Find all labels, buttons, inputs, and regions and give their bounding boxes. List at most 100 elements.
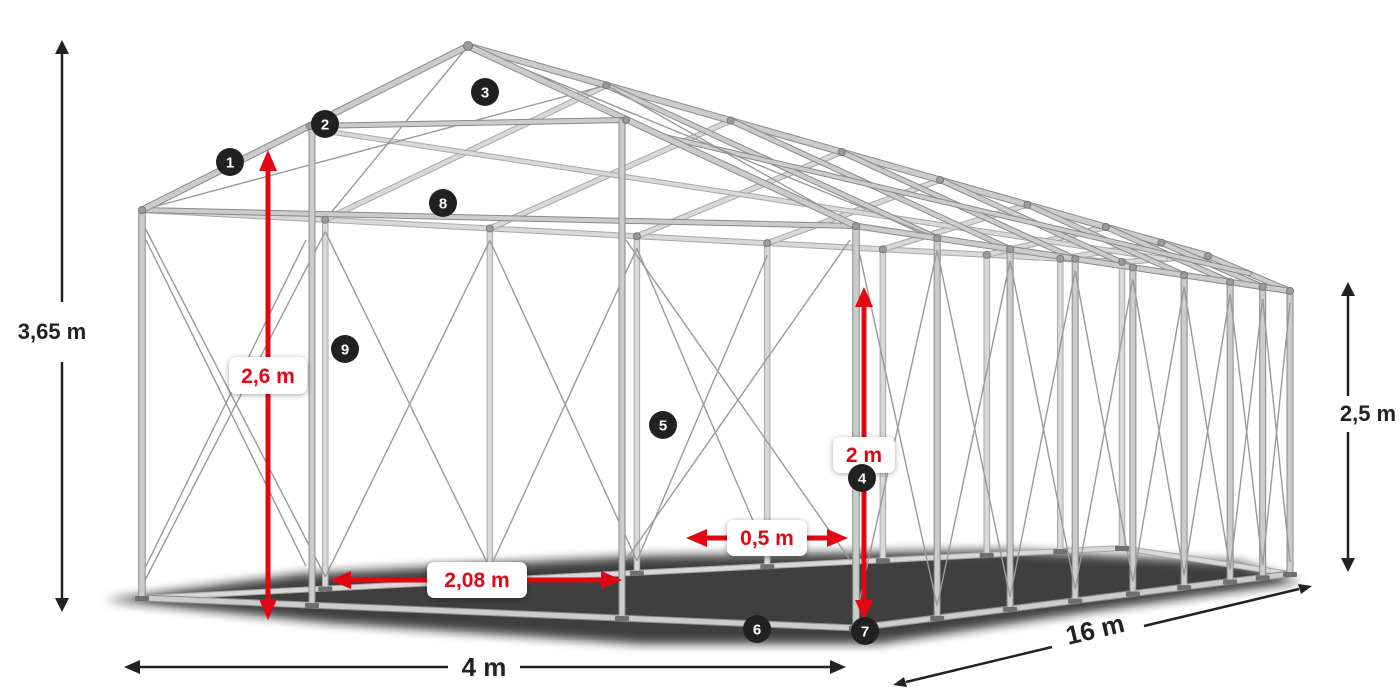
- frame-cable: [1183, 293, 1231, 576]
- frame-joint: [1023, 200, 1032, 209]
- frame-cable: [1261, 302, 1291, 566]
- dimension-line: [905, 645, 1053, 684]
- frame-cable: [855, 237, 938, 607]
- frame-joint: [321, 215, 330, 224]
- base-plate: [1283, 572, 1297, 577]
- part-marker-7: 7: [851, 617, 879, 645]
- frame-joint: [1157, 238, 1166, 247]
- dim-side-height: 2,5 m: [1340, 282, 1396, 572]
- dim-total-height: 3,65 m: [18, 40, 86, 612]
- dimension-line: [1143, 587, 1300, 628]
- frame-joint: [837, 148, 846, 157]
- dim-entry-height: 2 m: [833, 287, 895, 620]
- base-plate: [1003, 606, 1018, 612]
- frame-cable: [141, 231, 326, 587]
- base-plate: [760, 564, 775, 570]
- dimension-label: 2,6 m: [241, 365, 295, 388]
- marker-number: 6: [753, 622, 761, 639]
- marker-number: 8: [439, 196, 447, 213]
- dim-post-spacing: 0,5 m: [686, 520, 848, 556]
- marker-circle: [649, 411, 677, 439]
- base-plate: [1068, 598, 1083, 604]
- part-marker-9: 9: [331, 335, 359, 363]
- frame-joint: [485, 224, 494, 233]
- base-plate: [135, 596, 149, 601]
- tent-frame: [135, 41, 1297, 632]
- frame-cable: [1074, 270, 1134, 582]
- arrowhead-right: [1298, 584, 1312, 594]
- dim-width: 4 m: [124, 652, 846, 682]
- frame-joint: [726, 116, 735, 125]
- frame-cable: [324, 240, 491, 577]
- frame-cable: [855, 250, 938, 617]
- arrowhead-right: [830, 660, 846, 674]
- base-plate: [629, 570, 644, 576]
- frame-joint: [632, 232, 641, 241]
- frame-tube: [140, 208, 1124, 264]
- ground-shadow: [105, 550, 1300, 644]
- part-marker-2: 2: [311, 110, 339, 138]
- base-plate: [1125, 591, 1140, 597]
- marker-number: 1: [226, 155, 234, 172]
- marker-circle: [216, 148, 244, 176]
- frame-cable: [1132, 287, 1185, 582]
- frame-tube: [308, 118, 628, 128]
- frame-tube: [660, 134, 1251, 276]
- frame-cable: [636, 254, 768, 562]
- arrowhead-up: [1341, 282, 1355, 296]
- base-plate: [318, 586, 333, 592]
- frame-cable: [1183, 287, 1231, 570]
- marker-circle: [743, 615, 771, 643]
- dimension-label-box: [229, 357, 307, 394]
- frame-tube: [465, 43, 859, 229]
- frame-cable: [324, 45, 469, 221]
- dimension-label: 2,5 m: [1340, 401, 1396, 426]
- arrowhead-up: [855, 287, 873, 307]
- frame-tube: [140, 208, 858, 228]
- frame-joint: [622, 116, 630, 124]
- frame-joint: [1204, 252, 1212, 260]
- frame-cable: [606, 84, 857, 227]
- arrowhead-down: [55, 598, 69, 612]
- part-marker-8: 8: [429, 189, 457, 217]
- frame-joint: [852, 222, 860, 230]
- base-plate: [305, 603, 319, 608]
- base-plate: [1115, 546, 1129, 551]
- part-marker-4: 4: [848, 464, 876, 492]
- frame-cable: [141, 221, 326, 577]
- frame-cable: [1074, 279, 1134, 589]
- dim-inner-height: 2,6 m: [229, 150, 307, 620]
- frame-cable: [1009, 270, 1076, 597]
- frame-tube: [139, 43, 471, 213]
- frame-cable: [324, 231, 491, 569]
- frame-joint: [936, 175, 945, 184]
- marker-number: 2: [321, 117, 329, 134]
- frame-cable: [489, 247, 638, 569]
- base-plate: [1053, 549, 1068, 555]
- marker-circle: [429, 189, 457, 217]
- arrowhead-down: [855, 600, 873, 620]
- frame-cable: [489, 240, 638, 562]
- frame-joint: [1118, 258, 1126, 266]
- frame-cable: [141, 84, 607, 211]
- frame-cable: [145, 239, 307, 567]
- part-marker-6: 6: [743, 615, 771, 643]
- frame-joint: [933, 234, 942, 243]
- arrowhead-down: [1341, 558, 1355, 572]
- base-plate: [615, 616, 629, 621]
- arrowhead-up: [55, 40, 69, 54]
- part-marker-3: 3: [471, 78, 499, 106]
- frame-joint: [1286, 287, 1294, 295]
- arrowhead-left: [330, 571, 351, 589]
- part-marker-1: 1: [216, 148, 244, 176]
- frame-cable: [636, 247, 768, 555]
- frame-joint: [763, 239, 772, 248]
- arrowhead-left: [893, 677, 907, 687]
- base-plate: [1177, 585, 1192, 591]
- marker-number: 5: [659, 418, 667, 435]
- frame-cable: [936, 260, 1011, 607]
- marker-circle: [848, 464, 876, 492]
- dimension-label-box: [727, 520, 807, 556]
